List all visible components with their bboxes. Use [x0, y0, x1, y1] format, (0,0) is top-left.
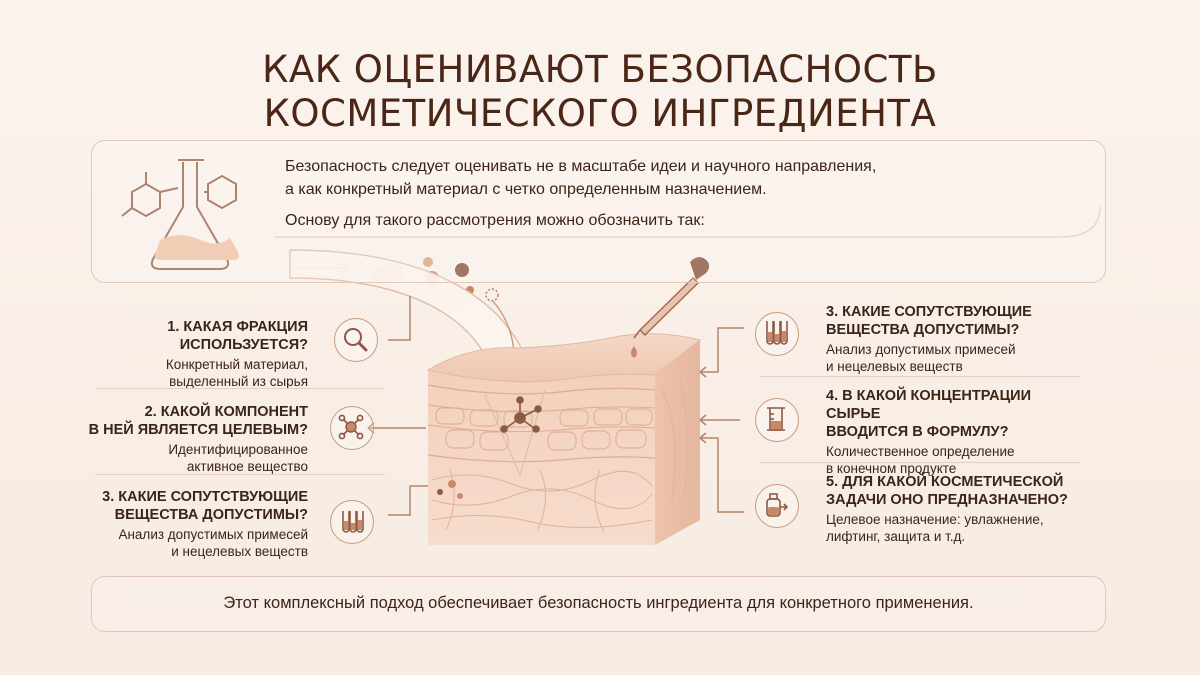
page-title: КАК ОЦЕНИВАЮТ БЕЗОПАСНОСТЬ КОСМЕТИЧЕСКОГ… — [0, 48, 1200, 136]
molecule-icon — [330, 406, 374, 450]
test-tubes-icon — [755, 312, 799, 356]
intro-line-3: Основу для такого рассмотрения можно обо… — [285, 212, 705, 229]
question-1-desc-line-1: Конкретный материал, — [165, 357, 308, 372]
question-4-title: 4. В КАКОЙ КОНЦЕНТРАЦИИ СЫРЬЕ ВВОДИТСЯ В… — [826, 387, 1086, 441]
question-2-description: Идентифицированное активное вещество — [48, 441, 308, 475]
question-4-title-line-1: 4. В КАКОЙ КОНЦЕНТРАЦИИ СЫРЬЕ — [826, 388, 1032, 422]
question-3-left-desc-line-1: Анализ допустимых примесей — [118, 527, 308, 542]
question-5-description: Целевое назначение: увлажнение, лифтинг,… — [826, 511, 1086, 545]
magnifier-icon — [334, 318, 378, 362]
question-4-block: 4. В КАКОЙ КОНЦЕНТРАЦИИ СЫРЬЕ ВВОДИТСЯ В… — [826, 387, 1086, 477]
question-3-left-description: Анализ допустимых примесей и нецелевых в… — [48, 526, 308, 560]
question-3-right-desc-line-2: и нецелевых веществ — [826, 359, 963, 374]
question-4-desc-line-1: Количественное определение — [826, 444, 1015, 459]
question-1-desc-line-2: выделенный из сырья — [169, 374, 308, 389]
question-5-title-line-1: 5. ДЛЯ КАКОЙ КОСМЕТИЧЕСКОЙ — [826, 474, 1064, 490]
intro-line-2: а как конкретный материал с четко опреде… — [285, 181, 767, 198]
question-2-block: 2. КАКОЙ КОМПОНЕНТ В НЕЙ ЯВЛЯЕТСЯ ЦЕЛЕВЫ… — [48, 403, 308, 475]
right-divider-1 — [760, 376, 1080, 377]
left-divider-2 — [95, 474, 385, 475]
question-2-title: 2. КАКОЙ КОМПОНЕНТ В НЕЙ ЯВЛЯЕТСЯ ЦЕЛЕВЫ… — [48, 403, 308, 439]
footer-box — [91, 576, 1106, 632]
flask-icon — [121, 159, 239, 270]
question-2-desc-line-1: Идентифицированное — [168, 442, 308, 457]
question-3-left-title: 3. КАКИЕ СОПУТСТВУЮЩИЕ ВЕЩЕСТВА ДОПУСТИМ… — [48, 488, 308, 524]
question-3-right-desc-line-1: Анализ допустимых примесей — [826, 342, 1016, 357]
right-divider-2 — [760, 462, 1080, 463]
question-3-right-description: Анализ допустимых примесей и нецелевых в… — [826, 341, 1086, 375]
left-divider-1 — [95, 388, 385, 389]
test-tubes-icon — [330, 500, 374, 544]
measuring-cylinder-icon — [755, 398, 799, 442]
question-5-desc-line-2: лифтинг, защита и т.д. — [826, 529, 966, 544]
question-1-block: 1. КАКАЯ ФРАКЦИЯ ИСПОЛЬЗУЕТСЯ? Конкретны… — [48, 318, 308, 390]
question-3-left-title-line-1: 3. КАКИЕ СОПУТСТВУЮЩИЕ — [102, 489, 308, 505]
question-1-title: 1. КАКАЯ ФРАКЦИЯ ИСПОЛЬЗУЕТСЯ? — [48, 318, 308, 354]
intro-text: Безопасность следует оценивать не в масш… — [285, 155, 1085, 232]
question-3-right-title: 3. КАКИЕ СОПУТСТВУЮЩИЕ ВЕЩЕСТВА ДОПУСТИМ… — [826, 303, 1086, 339]
intro-line-1: Безопасность следует оценивать не в масш… — [285, 158, 877, 175]
footer-text: Этот комплексный подход обеспечивает без… — [223, 594, 974, 612]
question-2-title-line-1: 2. КАКОЙ КОМПОНЕНТ — [144, 404, 308, 420]
question-3-right-block: 3. КАКИЕ СОПУТСТВУЮЩИЕ ВЕЩЕСТВА ДОПУСТИМ… — [826, 303, 1086, 375]
question-3-left-block: 3. КАКИЕ СОПУТСТВУЮЩИЕ ВЕЩЕСТВА ДОПУСТИМ… — [48, 488, 308, 560]
intro-box — [91, 140, 1106, 283]
title-line-2: КОСМЕТИЧЕСКОГО ИНГРЕДИЕНТА — [263, 92, 937, 135]
question-2-desc-line-2: активное вещество — [186, 459, 308, 474]
question-2-title-line-2: В НЕЙ ЯВЛЯЕТСЯ ЦЕЛЕВЫМ? — [88, 422, 308, 438]
question-5-title: 5. ДЛЯ КАКОЙ КОСМЕТИЧЕСКОЙ ЗАДАЧИ ОНО ПР… — [826, 473, 1086, 509]
question-3-right-title-line-1: 3. КАКИЕ СОПУТСТВУЮЩИЕ — [826, 304, 1032, 320]
skin-layers-illustration — [426, 333, 702, 545]
question-5-desc-line-1: Целевое назначение: увлажнение, — [826, 512, 1044, 527]
question-3-left-title-line-2: ВЕЩЕСТВА ДОПУСТИМЫ? — [114, 507, 308, 523]
question-3-right-title-line-2: ВЕЩЕСТВА ДОПУСТИМЫ? — [826, 322, 1020, 338]
cosmetic-bottle-icon — [755, 484, 799, 528]
question-4-title-line-2: ВВОДИТСЯ В ФОРМУЛУ? — [826, 424, 1009, 440]
question-4-desc-line-2: в конечном продукте — [826, 461, 957, 476]
question-5-title-line-2: ЗАДАЧИ ОНО ПРЕДНАЗНАЧЕНО? — [826, 492, 1068, 508]
title-line-1: КАК ОЦЕНИВАЮТ БЕЗОПАСНОСТЬ — [262, 48, 938, 91]
dropper-icon — [631, 257, 710, 358]
question-4-description: Количественное определение в конечном пр… — [826, 443, 1086, 477]
question-1-description: Конкретный материал, выделенный из сырья — [48, 356, 308, 390]
question-3-left-desc-line-2: и нецелевых веществ — [171, 544, 308, 559]
question-1-title-line-1: 1. КАКАЯ ФРАКЦИЯ — [167, 319, 308, 335]
question-5-block: 5. ДЛЯ КАКОЙ КОСМЕТИЧЕСКОЙ ЗАДАЧИ ОНО ПР… — [826, 473, 1086, 545]
question-1-title-line-2: ИСПОЛЬЗУЕТСЯ? — [179, 337, 308, 353]
